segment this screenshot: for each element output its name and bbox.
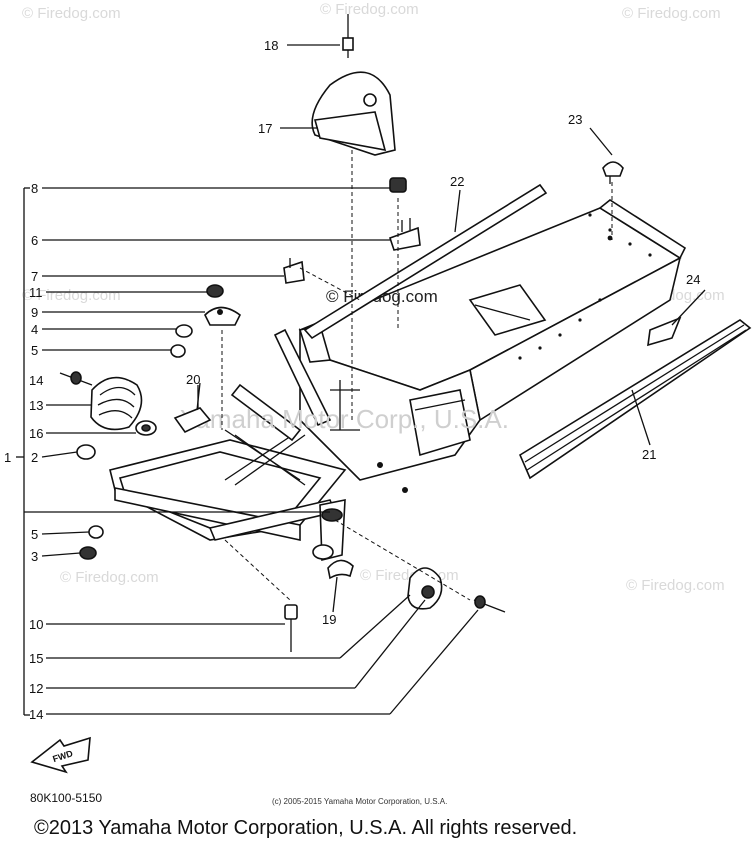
callout-16: 16 [29, 426, 43, 441]
callout-19: 19 [322, 612, 336, 627]
callout-24: 24 [686, 272, 700, 287]
part-16-bushing [135, 420, 157, 436]
part-19-clip [327, 559, 354, 580]
part-2-bushing [76, 444, 96, 460]
callout-18: 18 [264, 38, 278, 53]
small-copyright: (c) 2005-2015 Yamaha Motor Corporation, … [272, 797, 448, 806]
callout-1: 1 [4, 450, 11, 465]
callout-5a: 5 [31, 343, 38, 358]
watermark-overlay: Yamaha Motor Corp., U.S.A. [180, 404, 509, 434]
callout-3: 3 [31, 549, 38, 564]
diagram-code: 80K100-5150 [30, 791, 103, 805]
part-18-bolt [342, 14, 354, 58]
callout-21: 21 [642, 447, 656, 462]
watermark-left-mid: © Firedog.com [22, 287, 121, 304]
part-10-rivet [284, 604, 298, 652]
callout-13: 13 [29, 398, 43, 413]
part-13-mount [90, 376, 143, 431]
part-23-cap [602, 161, 624, 184]
part-9-mount [204, 306, 242, 326]
part-14a-bolt [59, 371, 93, 386]
part-5b-washer [88, 525, 104, 539]
part-12-mount [407, 567, 443, 610]
fwd-arrow-icon: FWD [30, 736, 91, 774]
callout-22: 22 [450, 174, 464, 189]
callout-9: 9 [31, 305, 38, 320]
callout-7: 7 [31, 269, 38, 284]
part-6-bracket [388, 218, 421, 251]
callout-2: 2 [31, 450, 38, 465]
callout-23: 23 [568, 112, 582, 127]
callout-6: 6 [31, 233, 38, 248]
part-22-bar [303, 183, 548, 340]
callout-5b: 5 [31, 527, 38, 542]
callout-4: 4 [31, 322, 38, 337]
part-5a-washer [170, 344, 186, 358]
callout-20: 20 [186, 372, 200, 387]
leader-lines [16, 44, 706, 716]
watermark-tm: © Firedog.com [320, 1, 419, 18]
frame-assembly [109, 199, 687, 562]
callout-14a: 14 [29, 373, 43, 388]
part-17-hook [311, 71, 396, 156]
callout-14b: 14 [29, 707, 43, 722]
callout-17: 17 [258, 121, 272, 136]
watermark-right-low: © Firedog.com [626, 577, 725, 594]
callout-15: 15 [29, 651, 43, 666]
part-4-washer [175, 324, 193, 338]
watermark-bottom-left: © Firedog.com [60, 569, 159, 586]
part-11-nut [206, 284, 224, 298]
part-7-bracket [283, 258, 305, 284]
footer-copyright: ©2013 Yamaha Motor Corporation, U.S.A. A… [34, 817, 578, 839]
watermark-tl: © Firedog.com [22, 5, 121, 22]
part-14b-bolt [473, 595, 506, 613]
callout-12: 12 [29, 681, 43, 696]
part-3-nut [79, 546, 97, 560]
watermark-tr: © Firedog.com [622, 5, 721, 22]
callout-labels: 18 17 22 23 24 21 20 19 8 6 7 11 9 4 5 1… [4, 38, 700, 722]
part-8-cap [389, 177, 407, 193]
callout-11: 11 [29, 285, 43, 300]
callout-8: 8 [31, 181, 38, 196]
callout-10: 10 [29, 617, 43, 632]
